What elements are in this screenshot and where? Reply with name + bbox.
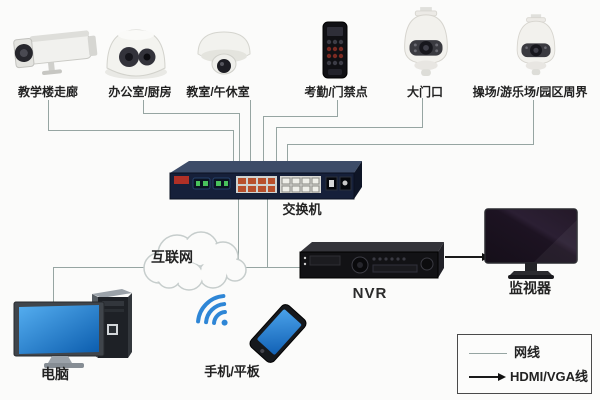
ptz-dome-camera-icon [506,12,566,80]
cable-gate [276,127,277,172]
smartphone-body [247,301,309,366]
nvr-label: NVR [352,285,388,302]
cable-switch-nvr [267,198,268,267]
cable-internet-pc [53,267,54,303]
cable-corridor [233,130,234,172]
cable-gate [276,127,423,128]
cable-office [239,113,240,172]
access-control-terminal-icon [317,20,353,80]
cable-corridor [48,130,234,131]
cable-playground [287,144,288,172]
camera-label: 操场/游乐场/园区周界 [472,85,588,99]
smartphone-screen [256,308,302,356]
camera-label: 办公室/厨房 [108,85,172,99]
cable-corridor [48,100,49,130]
cable-playground [287,144,534,145]
internet-label: 互联网 [151,249,193,265]
cable-playground [533,100,534,144]
cable-access [263,116,264,172]
camera-label: 考勤/门禁点 [304,85,368,99]
hdmi-cable [445,256,483,258]
cable-access [263,116,338,117]
switch-label: 交换机 [282,202,322,217]
pc-label: 电脑 [41,366,69,382]
legend: 网线 HDMI/VGA线 [457,334,592,394]
legend-hdmi-cable-sample [469,376,499,378]
legend-network-cable-label: 网线 [514,345,541,360]
mobile-label: 手机/平板 [204,364,260,379]
mini-dome-camera-icon [194,26,254,78]
network-switch-icon [165,158,365,202]
cable-classroom [250,100,251,172]
camera-label: 教室/午休室 [186,85,250,99]
cable-gate [422,98,423,127]
cable-switch-internet [238,198,239,267]
smartphone-icon [247,301,309,366]
cable-office [143,113,240,114]
camera-label: 大门口 [406,85,443,99]
ptz-dome-camera-icon [392,5,460,81]
legend-arrowhead-icon [498,373,506,381]
legend-network-cable-sample [469,353,507,354]
cable-access [337,100,338,116]
cable-office [143,100,144,113]
dome-camera-icon [102,20,170,80]
smartphone-home-button [259,348,266,354]
wifi-signal-icon [180,278,252,340]
bullet-camera-icon [5,26,101,80]
monitor-label: 监视器 [509,280,551,296]
nvr-icon [296,236,448,286]
desktop-pc-icon [12,286,144,370]
legend-hdmi-cable-label: HDMI/VGA线 [510,369,589,384]
camera-label: 教学楼走廊 [17,85,78,99]
internet-cloud-icon [133,224,255,294]
monitor-icon [484,208,578,280]
